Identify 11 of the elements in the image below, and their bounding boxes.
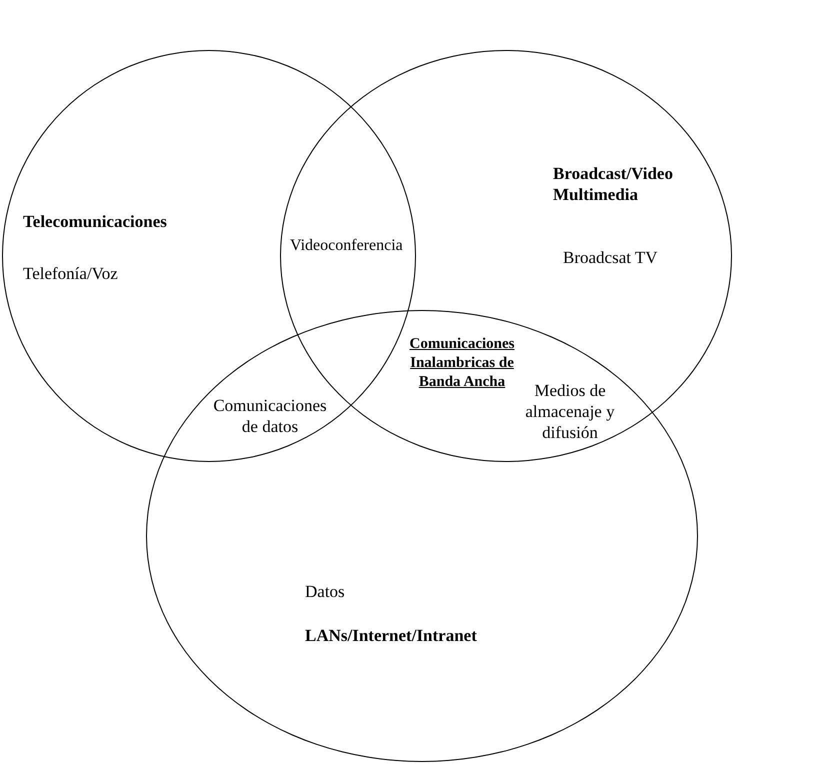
overlap-label: Comunicaciones de datos bbox=[212, 395, 328, 437]
overlap-label: Medios de almacenaje y difusión bbox=[524, 380, 616, 443]
venn-circle bbox=[146, 310, 698, 762]
set-label: Datos bbox=[305, 581, 346, 602]
set-title: LANs/Internet/Intranet bbox=[305, 625, 478, 646]
set-label: Broadcsat TV bbox=[563, 247, 659, 268]
set-label: Telefonía/Voz bbox=[23, 263, 119, 284]
set-title: Broadcast/Video Multimedia bbox=[553, 163, 674, 205]
center-label: Comunicaciones Inalambricas de Banda Ancha bbox=[408, 335, 516, 392]
overlap-label: Videoconferencia bbox=[290, 236, 404, 256]
set-title: Telecomunicaciones bbox=[23, 211, 168, 232]
